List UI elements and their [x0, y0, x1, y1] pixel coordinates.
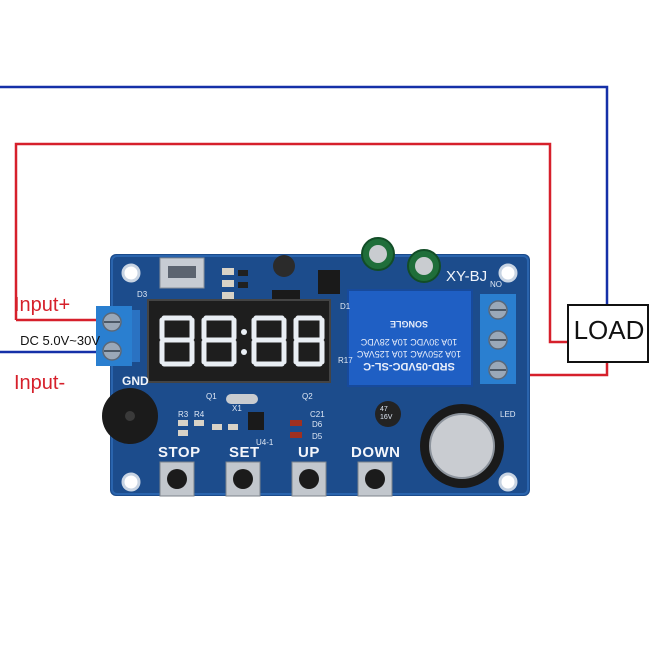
down-label: DOWN — [351, 444, 401, 461]
silk-r4: R4 — [194, 410, 205, 419]
relay-rating-1: 10A 250VAC 10A 125VAC — [356, 349, 462, 359]
mount-hole-tl — [121, 263, 141, 283]
silk-d6: D6 — [312, 420, 323, 429]
display-digits — [159, 315, 325, 367]
relay — [347, 289, 473, 387]
colon-top — [241, 329, 247, 335]
potentiometer — [273, 255, 295, 277]
button-up[interactable] — [291, 461, 327, 497]
set-label: SET — [229, 444, 260, 461]
input-plus-label: Input+ — [14, 294, 71, 316]
silk-x1: X1 — [232, 404, 242, 413]
relay-text-block: SRD-05VDC-SL-C 10A 250VAC 10A 125VAC 10A… — [346, 290, 472, 386]
load-box — [567, 304, 649, 363]
silk-q2: Q2 — [302, 392, 313, 401]
input-minus-label: Input- — [14, 372, 66, 394]
gnd-label: GND — [122, 374, 149, 388]
silk-r3: R3 — [178, 410, 189, 419]
silk-no: NO — [490, 280, 502, 289]
relay-brand: SONGLE — [390, 319, 429, 329]
relay-rating-2: 10A 30VDC 10A 28VDC — [360, 337, 458, 347]
coin-battery — [429, 413, 495, 479]
silk-led: LED — [500, 410, 516, 419]
crystal — [226, 394, 258, 404]
red-wire-relay-to-top — [14, 142, 568, 344]
load-label: LOAD — [573, 315, 645, 345]
silk-q1: Q1 — [206, 392, 217, 401]
button-set[interactable] — [225, 461, 261, 497]
silk-d5: D5 — [312, 432, 323, 441]
button-stop[interactable] — [159, 461, 195, 497]
silk-u4: U4-1 — [256, 438, 274, 447]
red-wire-load-to-relay — [515, 362, 609, 377]
capacitor-3 — [375, 401, 401, 427]
relay-model: SRD-05VDC-SL-C — [363, 360, 455, 372]
board-model-label: XY-BJ — [446, 268, 488, 285]
silk-d3: D3 — [137, 290, 148, 299]
mount-hole-tr — [498, 263, 518, 283]
mount-hole-bl — [121, 472, 141, 492]
mount-hole-br — [498, 472, 518, 492]
silk-cap-small: 47 16V — [380, 406, 393, 421]
blue-wire-load — [0, 85, 609, 305]
silk-d1: D1 — [340, 302, 351, 311]
up-label: UP — [298, 444, 320, 461]
silk-c21: C21 — [310, 410, 325, 419]
silk-r17: R17 — [338, 356, 353, 365]
colon-bottom — [241, 349, 247, 355]
button-down[interactable] — [357, 461, 393, 497]
stop-label: STOP — [158, 444, 201, 461]
voltage-label: DC 5.0V~30V — [20, 333, 100, 348]
